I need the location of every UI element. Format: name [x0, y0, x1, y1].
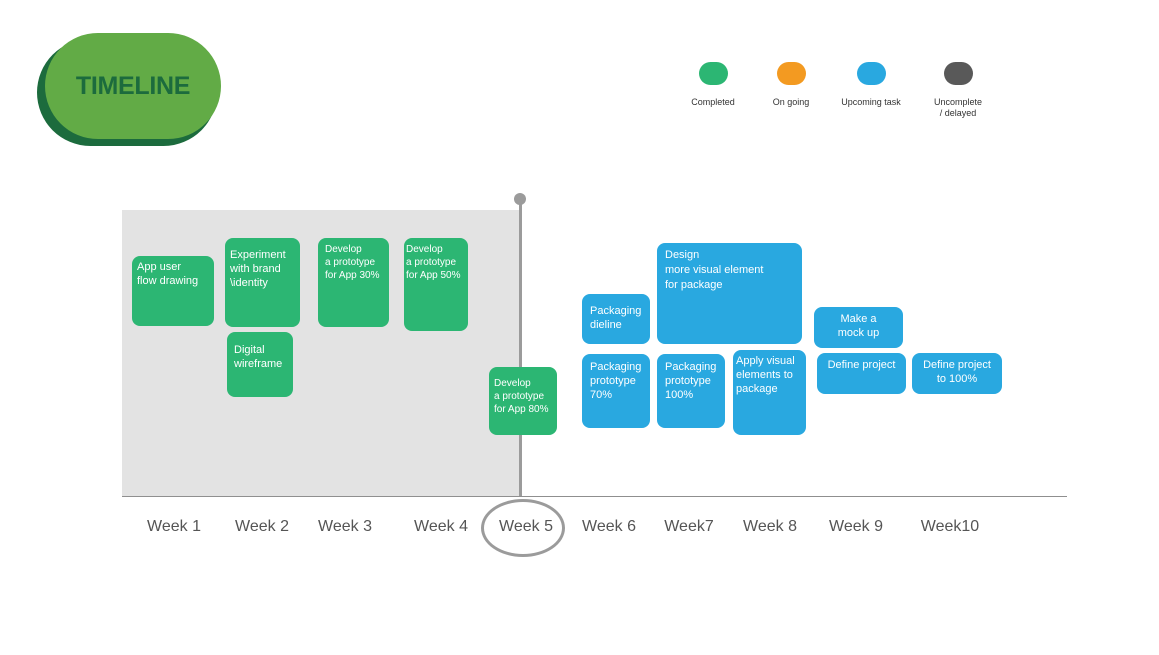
current-week-marker-line	[519, 199, 522, 497]
week-label-2: Week 2	[235, 518, 289, 535]
task-prototype-30[interactable]: Develop a prototype for App 30%	[318, 238, 389, 327]
legend-item-upcoming: Upcoming task	[826, 62, 916, 108]
week-label-1: Week 1	[147, 518, 201, 535]
legend-label: On going	[772, 97, 810, 107]
task-app-user-flow[interactable]: App user flow drawing	[132, 256, 214, 326]
title-badge: TIMELINE	[45, 33, 221, 139]
week-label-5: Week 5	[499, 518, 553, 535]
page-title: TIMELINE	[75, 71, 191, 100]
legend-label: Upcoming task	[841, 97, 901, 107]
current-week-marker-dot	[514, 193, 526, 205]
legend-label: Uncomplete / delayed	[933, 97, 983, 118]
current-week-highlight	[481, 499, 565, 557]
task-apply-visual-elements[interactable]: Apply visual elements to package	[733, 350, 806, 435]
legend-dot-ongoing	[776, 62, 806, 85]
task-prototype-50[interactable]: Develop a prototype for App 50%	[404, 238, 468, 331]
legend-dot-completed	[698, 62, 728, 85]
task-experiment-brand[interactable]: Experiment with brand \identity	[225, 238, 300, 327]
week-label-7: Week7	[664, 518, 714, 535]
task-define-project[interactable]: Define project	[817, 353, 906, 394]
timeline-axis	[122, 496, 1067, 497]
task-make-mock-up[interactable]: Make a mock up	[814, 307, 903, 348]
week-label-8: Week 8	[743, 518, 797, 535]
legend-dot-upcoming	[856, 62, 886, 85]
week-label-3: Week 3	[318, 518, 372, 535]
week-label-10: Week10	[920, 518, 980, 535]
legend-dot-delayed	[943, 62, 973, 85]
legend-item-ongoing: On going	[746, 62, 836, 108]
legend-label: Completed	[691, 97, 735, 107]
task-packaging-prototype-70[interactable]: Packaging prototype 70%	[582, 354, 650, 428]
legend-item-completed: Completed	[668, 62, 758, 108]
task-digital-wireframe[interactable]: Digital wireframe	[227, 332, 293, 397]
week-label-4: Week 4	[414, 518, 468, 535]
task-packaging-dieline[interactable]: Packaging dieline	[582, 294, 650, 344]
week-label-9: Week 9	[829, 518, 883, 535]
task-packaging-prototype-100[interactable]: Packaging prototype 100%	[657, 354, 725, 428]
week-label-6: Week 6	[582, 518, 636, 535]
task-design-visual-element[interactable]: Design more visual element for package	[657, 243, 802, 344]
task-prototype-80[interactable]: Develop a prototype for App 80%	[489, 367, 557, 435]
legend-item-delayed: Uncomplete / delayed	[913, 62, 1003, 119]
task-define-project-100[interactable]: Define project to 100%	[912, 353, 1002, 394]
